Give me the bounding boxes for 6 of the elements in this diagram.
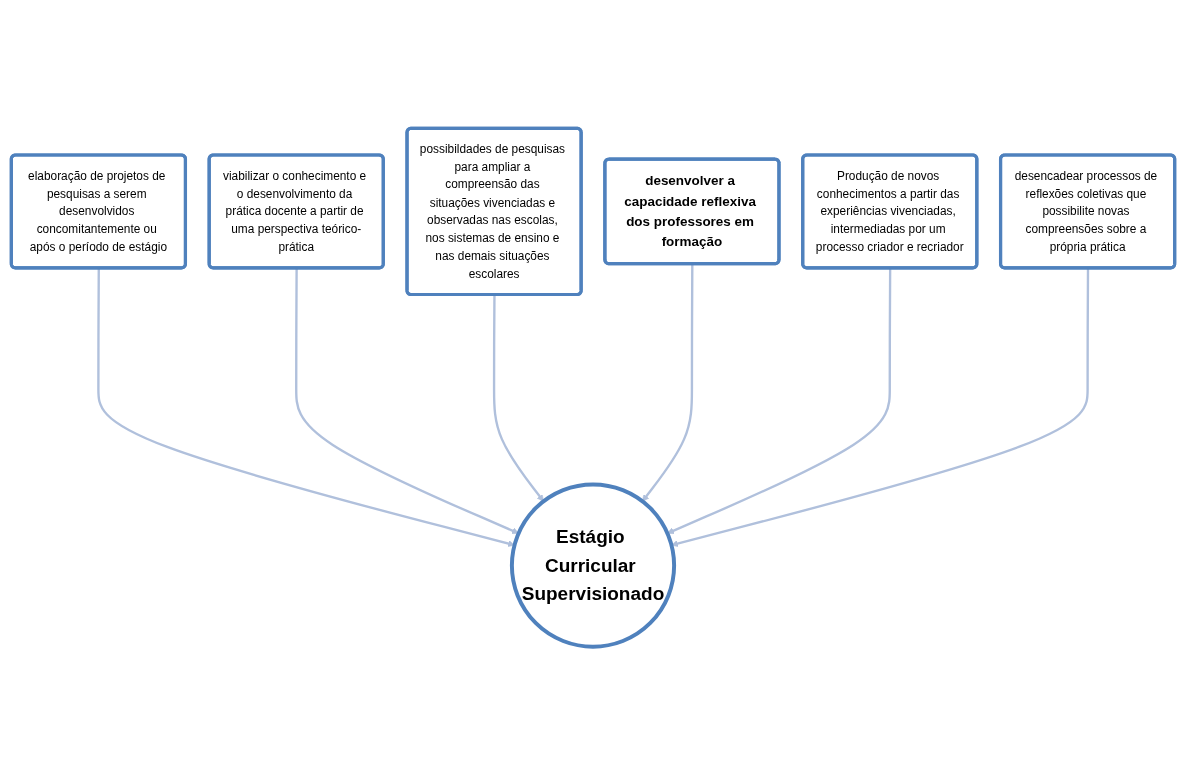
arrow (667, 268, 892, 535)
arrow (642, 264, 694, 503)
arrow (492, 295, 544, 503)
node-circle: Estágio Curricular Supervisionado (509, 482, 677, 650)
arrow (97, 268, 515, 548)
arrow (295, 268, 519, 535)
